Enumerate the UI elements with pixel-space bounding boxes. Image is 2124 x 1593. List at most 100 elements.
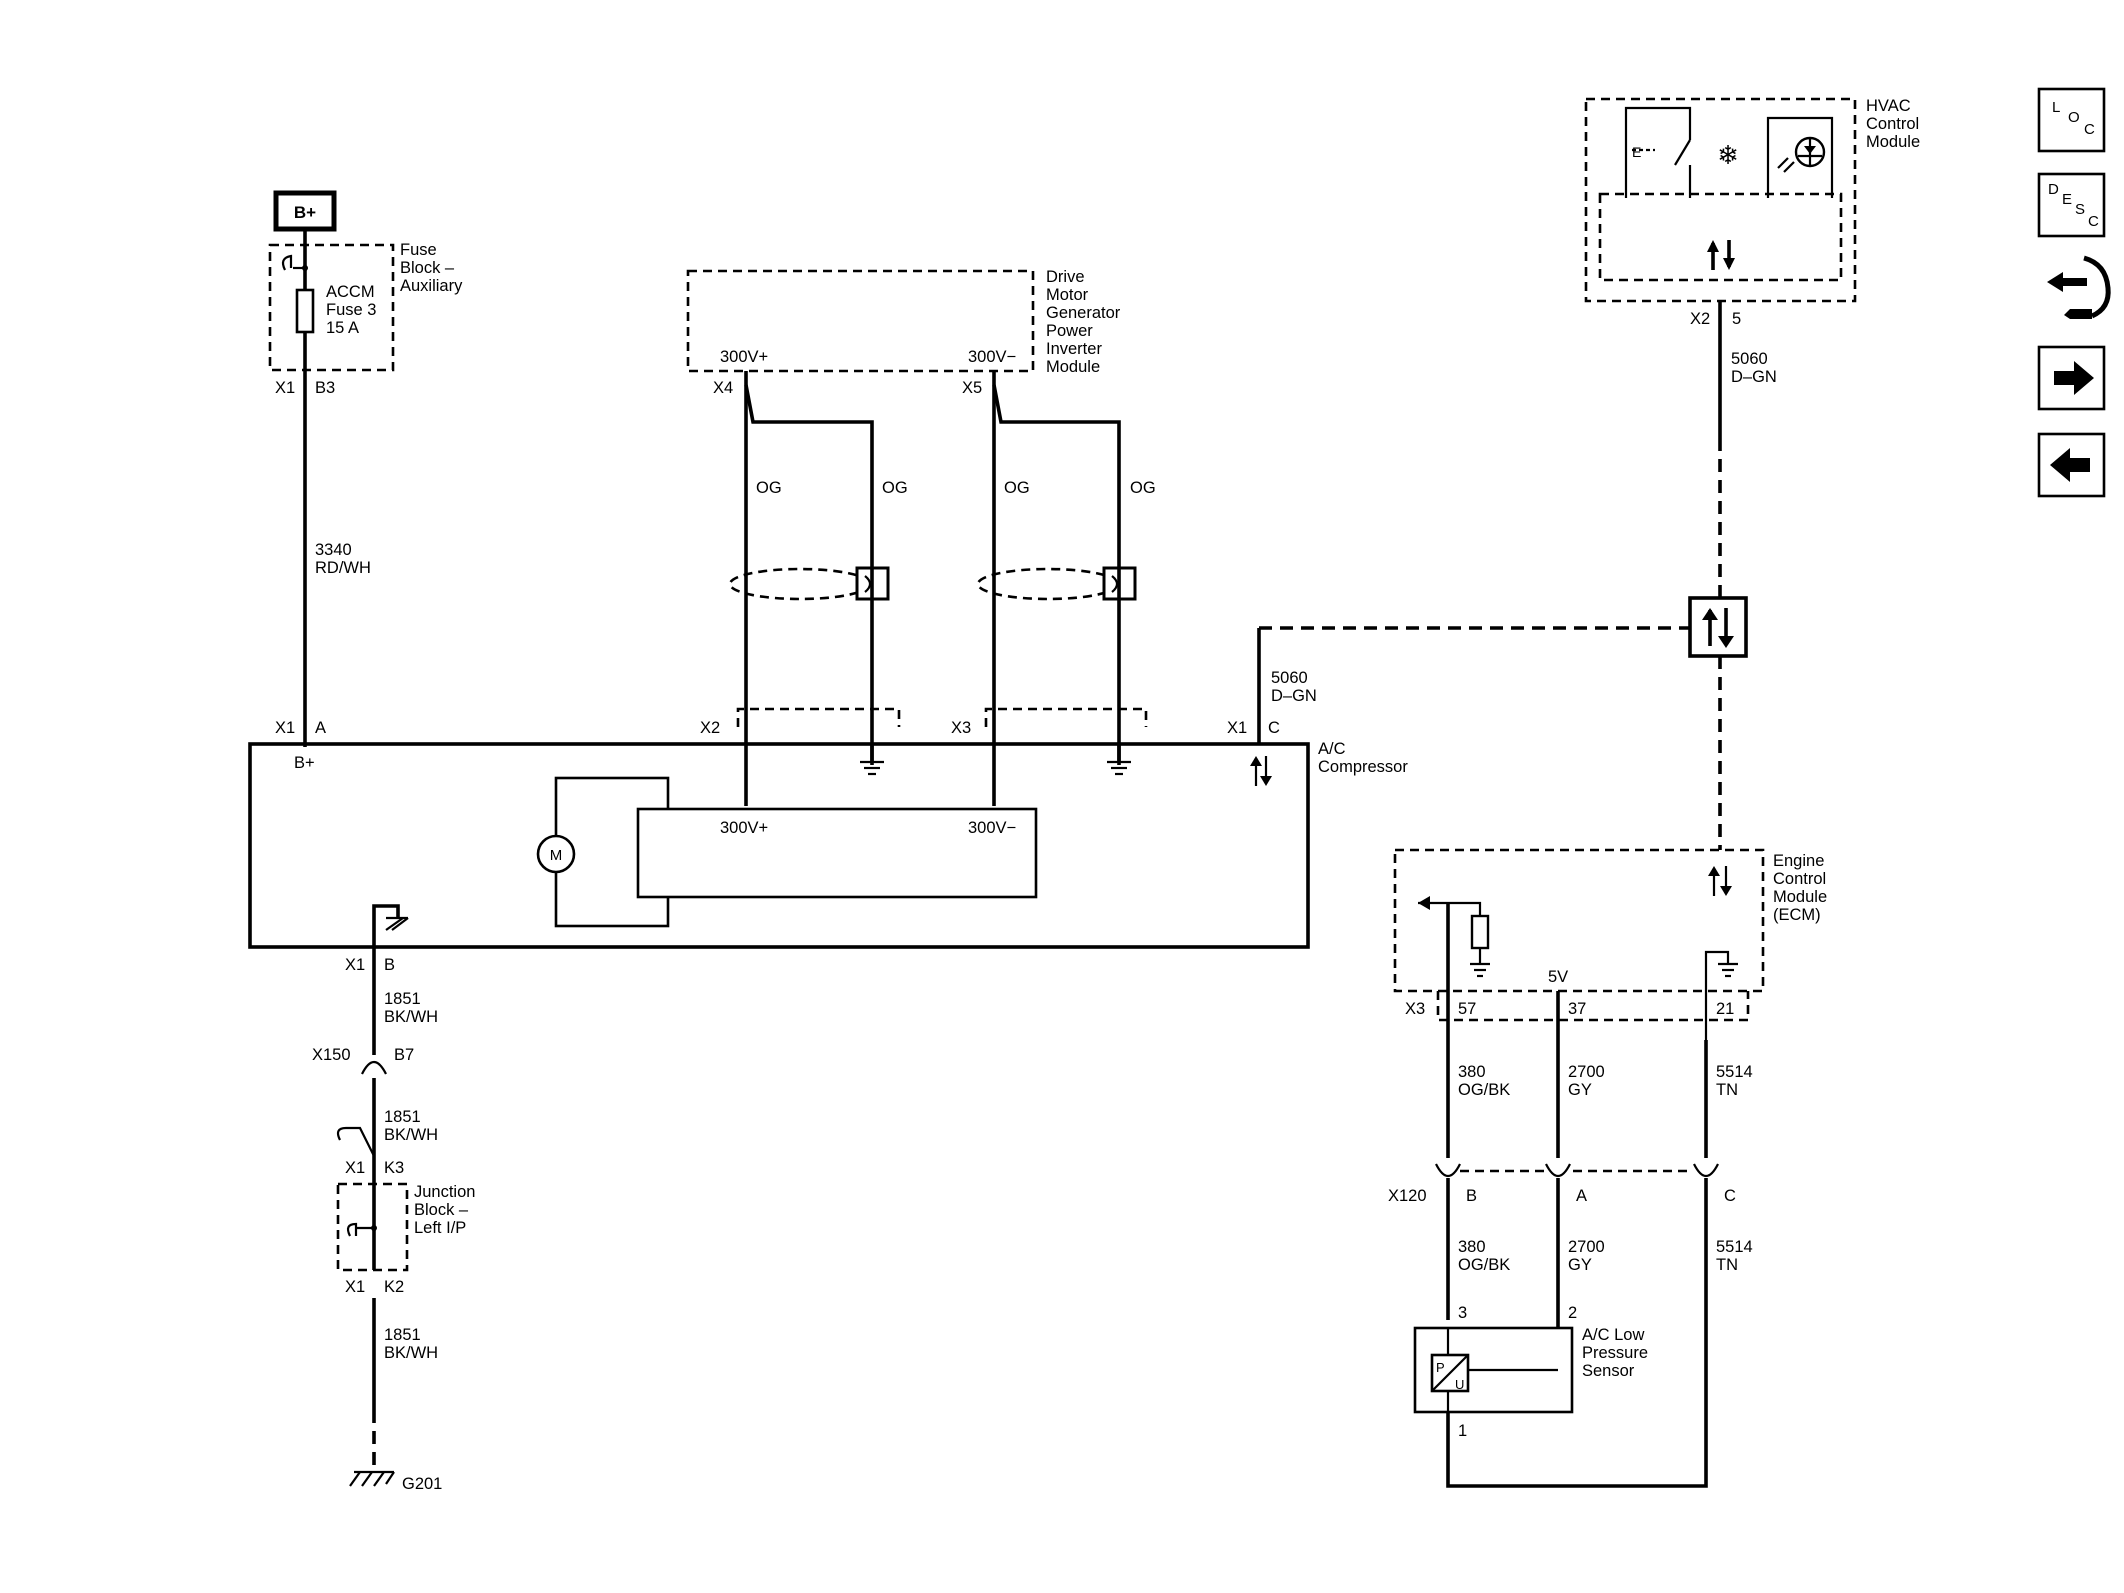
svg-text:Control: Control (1773, 870, 1826, 888)
svg-text:Module: Module (1773, 888, 1827, 906)
svg-text:G201: G201 (402, 1475, 442, 1493)
hvac-pin: 5 (1732, 310, 1741, 328)
svg-text:GY: GY (1568, 1256, 1592, 1274)
wire-1851-a-circuit: 1851 (384, 990, 421, 1008)
svg-text:C: C (1724, 1187, 1736, 1205)
wire-1851-c-circuit: 1851 (384, 1326, 421, 1344)
compressor-connector-b: X1 (345, 956, 365, 974)
description-button[interactable]: D E S C (2037, 172, 2106, 238)
svg-text:Pressure: Pressure (1582, 1344, 1648, 1362)
svg-text:Block –: Block – (414, 1201, 469, 1219)
svg-text:5V: 5V (1548, 968, 1568, 986)
wire-1851-b-color: BK/WH (384, 1126, 438, 1144)
svg-text:OG: OG (1130, 479, 1156, 497)
internal-ground-1 (860, 744, 884, 776)
serial-data-splice-icon (1688, 596, 1748, 658)
svg-text:300V+: 300V+ (720, 348, 768, 366)
wire-5060-a-circuit: 5060 (1271, 669, 1308, 687)
drive-motor-generator-power-inverter-module: 300V+ 300V− Drive Motor Generator Power … (686, 268, 1121, 376)
svg-text:TN: TN (1716, 1256, 1738, 1274)
connector-x150: X150 B7 (312, 1046, 414, 1075)
svg-text:X120: X120 (1388, 1187, 1427, 1205)
svg-text:P: P (1436, 1360, 1445, 1375)
svg-text:3: 3 (1458, 1304, 1467, 1322)
compressor-pin-b: B (384, 956, 395, 974)
connector-x120: X120 B A C (1388, 1163, 1736, 1205)
fuse-block-title-3: Auxiliary (400, 277, 463, 295)
high-voltage-wires: OG OG OG OG (744, 371, 1156, 806)
svg-text:Inverter: Inverter (1046, 340, 1102, 358)
ecm-pin-37: 37 (1568, 1000, 1586, 1018)
svg-text:C: C (2088, 213, 2099, 230)
ecm-pin-57: 57 (1458, 1000, 1476, 1018)
hvac-connector: X2 (1690, 310, 1710, 328)
chassis-ground-icon (372, 904, 409, 947)
repair-procedure-icon[interactable] (2044, 255, 2111, 319)
wire-5060-b-circuit: 5060 (1731, 350, 1768, 368)
compressor-connector-x3: X3 (951, 719, 971, 737)
svg-text:S: S (2075, 201, 2085, 218)
junction-block-pin-top: K3 (384, 1159, 404, 1177)
hvac-control-module: E ❄ HVAC Control Module (1584, 97, 1920, 303)
snowflake-icon: ❄ (1717, 140, 1739, 170)
junction-block-left-ip: Junction Block – Left I/P (336, 1182, 475, 1272)
fuse-element (295, 288, 315, 334)
svg-text:OG/BK: OG/BK (1458, 1256, 1510, 1274)
fuse-block-pin: B3 (315, 379, 335, 397)
svg-text:2: 2 (1568, 1304, 1577, 1322)
junction-block-connector-top: X1 (345, 1159, 365, 1177)
svg-text:2700: 2700 (1568, 1238, 1605, 1256)
svg-text:B: B (1466, 1187, 1477, 1205)
svg-text:(ECM): (ECM) (1773, 906, 1821, 924)
compressor-connector-a: X1 (275, 719, 295, 737)
fuse-block-title-1: Fuse (400, 241, 437, 259)
svg-text:E: E (2062, 191, 2072, 208)
svg-text:D: D (2048, 181, 2059, 198)
svg-text:Engine: Engine (1773, 852, 1824, 870)
svg-text:Junction: Junction (414, 1183, 475, 1201)
ecm-pin-21: 21 (1716, 1000, 1734, 1018)
svg-text:300V+: 300V+ (720, 819, 768, 837)
ground-g201: G201 (349, 1470, 442, 1493)
svg-text:OG: OG (1004, 479, 1030, 497)
svg-text:Power: Power (1046, 322, 1093, 340)
svg-text:Control: Control (1866, 115, 1919, 133)
svg-text:Motor: Motor (1046, 286, 1089, 304)
svg-text:300V−: 300V− (968, 348, 1016, 366)
svg-text:HVAC: HVAC (1866, 97, 1911, 115)
cable-shield-2 (976, 566, 1137, 601)
fuse-rating: 15 A (326, 319, 359, 337)
svg-text:A/C: A/C (1318, 740, 1346, 758)
location-button[interactable]: L O C (2037, 87, 2106, 153)
fuse-block-connector: X1 (275, 379, 295, 397)
data-communication-icon (1250, 756, 1272, 786)
internal-ground-2 (1107, 744, 1131, 776)
svg-text:OG: OG (882, 479, 908, 497)
svg-text:300V−: 300V− (968, 819, 1016, 837)
compressor-pin-a: A (315, 719, 326, 737)
svg-text:OG/BK: OG/BK (1458, 1081, 1510, 1099)
svg-text:C: C (2084, 121, 2095, 138)
svg-text:Module: Module (1866, 133, 1920, 151)
engine-control-module: Engine Control Module (ECM) 5V (1393, 848, 1827, 1040)
svg-text:U: U (1455, 1377, 1464, 1392)
previous-page-button[interactable] (2037, 432, 2106, 498)
junction-block-connector-bottom: X1 (345, 1278, 365, 1296)
wire-5060-a-color: D–GN (1271, 687, 1317, 705)
fuse-block-title-2: Block – (400, 259, 455, 277)
fuse-number: Fuse 3 (326, 301, 376, 319)
cable-shield-1 (728, 566, 890, 601)
ecm-sensor-wires: 380 OG/BK 2700 GY 5514 TN (1446, 903, 1753, 1158)
svg-text:Left I/P: Left I/P (414, 1219, 466, 1237)
svg-text:TN: TN (1716, 1081, 1738, 1099)
fuse-block-auxiliary: ACCM Fuse 3 15 A Fuse Block – Auxiliary (268, 241, 463, 372)
svg-text:X150: X150 (312, 1046, 351, 1064)
svg-text:B+: B+ (294, 754, 315, 772)
svg-text:Module: Module (1046, 358, 1100, 376)
next-page-button[interactable] (2037, 345, 2106, 411)
svg-text:5514: 5514 (1716, 1063, 1753, 1081)
svg-text:5514: 5514 (1716, 1238, 1753, 1256)
svg-text:B7: B7 (394, 1046, 414, 1064)
ecm-data-arrows-icon (1708, 866, 1732, 896)
